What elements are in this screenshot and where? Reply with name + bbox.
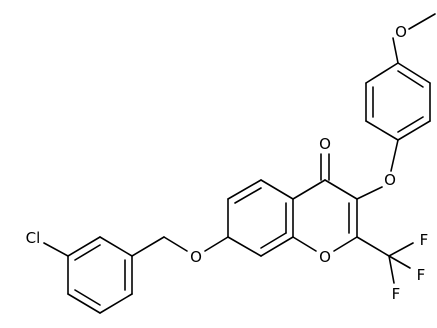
atom-chlorine: Cl <box>26 229 41 247</box>
bond-mp-o <box>390 139 399 172</box>
bond-c-cl <box>43 242 69 257</box>
bond-c3-c4 <box>324 179 358 200</box>
atom-fluorine-1: F <box>420 231 429 249</box>
bond-methyl-o <box>408 13 436 30</box>
bond-o-ch2 <box>163 236 188 252</box>
atom-labels: O O O O O Cl F F F <box>26 23 429 303</box>
bond-o-c3 <box>356 186 383 200</box>
bond-o1-c8a <box>292 236 317 252</box>
bond-lines <box>43 13 436 314</box>
bond-cb-4 <box>67 293 101 314</box>
bond-c4-c4a <box>292 179 326 200</box>
bond-mp-inner-2 <box>397 116 424 133</box>
atom-carbonyl-o: O <box>319 135 331 153</box>
bond-mp-3 <box>397 120 431 141</box>
bond-c2-o1 <box>333 236 358 252</box>
bond-ch2-ph <box>131 236 165 257</box>
bond-mp-inner-1 <box>397 70 424 88</box>
bond-benzo-inner-2 <box>260 232 287 249</box>
bond-c5-c6 <box>227 179 262 200</box>
bond-cf3-f1 <box>388 242 414 257</box>
bond-cb-2 <box>67 236 101 257</box>
bond-benzo-inner-1 <box>234 187 262 204</box>
bond-cf3-f3 <box>388 255 395 284</box>
bond-c7-o <box>204 236 229 252</box>
atom-ring-o: O <box>319 248 331 266</box>
bond-c4a-c5 <box>260 179 294 200</box>
atom-fluorine-2: F <box>417 266 426 284</box>
bond-c2-cf3 <box>356 236 390 257</box>
bond-mp-1 <box>397 62 431 84</box>
atom-methoxy-o: O <box>395 23 407 41</box>
bond-c8-c8a <box>260 236 294 257</box>
bond-cb-inner-2 <box>74 289 101 306</box>
bond-o-phenyl <box>392 37 399 64</box>
atom-fluorine-3: F <box>392 285 401 303</box>
bond-c7-c8 <box>227 236 262 257</box>
bond-mp-4 <box>365 120 399 141</box>
bond-mp-6 <box>365 62 399 84</box>
atom-ether-o-phenoxy: O <box>384 171 396 189</box>
atom-benzyl-ether-o: O <box>190 248 202 266</box>
bond-cb-1 <box>99 236 133 257</box>
bond-cb-inner-1 <box>74 244 101 261</box>
bond-cf3-f2 <box>388 255 411 269</box>
bond-cb-5 <box>99 293 133 314</box>
